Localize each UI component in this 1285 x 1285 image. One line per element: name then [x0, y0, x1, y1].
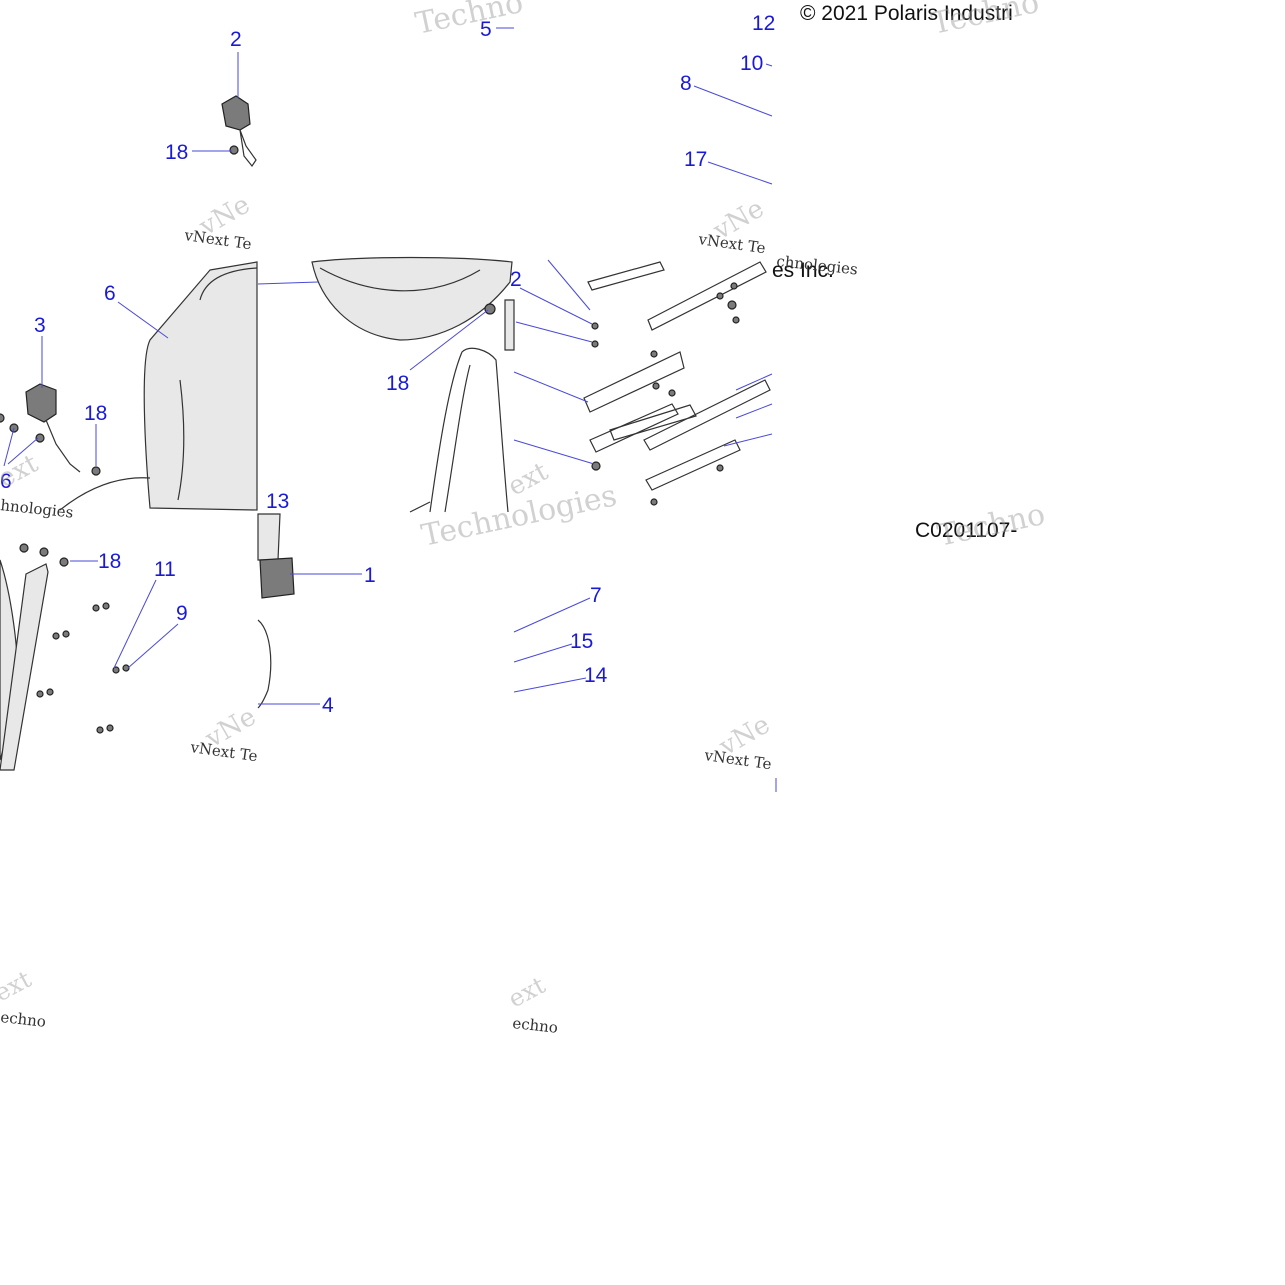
callout-3: 3 — [34, 314, 46, 337]
watermark-techno: Techno — [412, 0, 526, 42]
seat-cushion-frame-drawing — [311, 256, 515, 513]
callout-18: 18 — [165, 141, 188, 164]
belt-retractor-drawing — [0, 543, 130, 771]
callout-18: 18 — [386, 372, 409, 395]
copyright-tail: es Inc. — [772, 259, 834, 282]
callout-4: 4 — [322, 694, 334, 717]
watermark-echno: echno — [512, 1014, 559, 1037]
callout-18: 18 — [84, 402, 107, 425]
watermark-hnologies: hnologies — [0, 496, 74, 522]
callout-2: 2 — [230, 28, 242, 51]
callout-11: 11 — [154, 558, 176, 581]
callout-numbers: 2 18 5 12 10 8 17 6 3 18 6 18 2 13 18 11… — [0, 12, 775, 717]
copyright-text: © 2021 Polaris Industri — [800, 2, 1013, 25]
retractor-frame-drawing — [257, 513, 295, 709]
seat-belt-buckle-drawing — [221, 95, 257, 168]
diagram-code: C0201107- — [915, 519, 1017, 542]
callout-2: 2 — [510, 268, 522, 291]
leader-lines — [3, 27, 777, 792]
callout-17: 17 — [684, 148, 707, 171]
watermark-echno: echno — [0, 1008, 47, 1031]
callout-6: 6 — [0, 470, 12, 493]
watermark-ext: ext — [0, 965, 36, 1007]
callout-10: 10 — [740, 52, 763, 75]
callout-15: 15 — [570, 630, 593, 653]
callout-13: 13 — [266, 490, 289, 513]
seat-slider-drawing — [583, 261, 771, 506]
callout-5: 5 — [480, 18, 492, 41]
watermarks: Techno vNext Te vNe vNext Te vNe chnolog… — [0, 0, 1048, 1037]
watermark-ext: ext — [504, 971, 550, 1013]
callout-1: 1 — [364, 564, 376, 587]
callout-7: 7 — [590, 584, 602, 607]
callout-9: 9 — [176, 602, 188, 625]
callout-6: 6 — [104, 282, 116, 305]
callout-14: 14 — [584, 664, 608, 687]
watermark-techno: Techno — [928, 0, 1042, 42]
watermark-techno: Techno — [934, 497, 1048, 554]
callout-18: 18 — [98, 550, 121, 573]
callout-8: 8 — [680, 72, 692, 95]
seat-back-drawing — [0, 261, 258, 511]
callout-12: 12 — [752, 12, 775, 35]
